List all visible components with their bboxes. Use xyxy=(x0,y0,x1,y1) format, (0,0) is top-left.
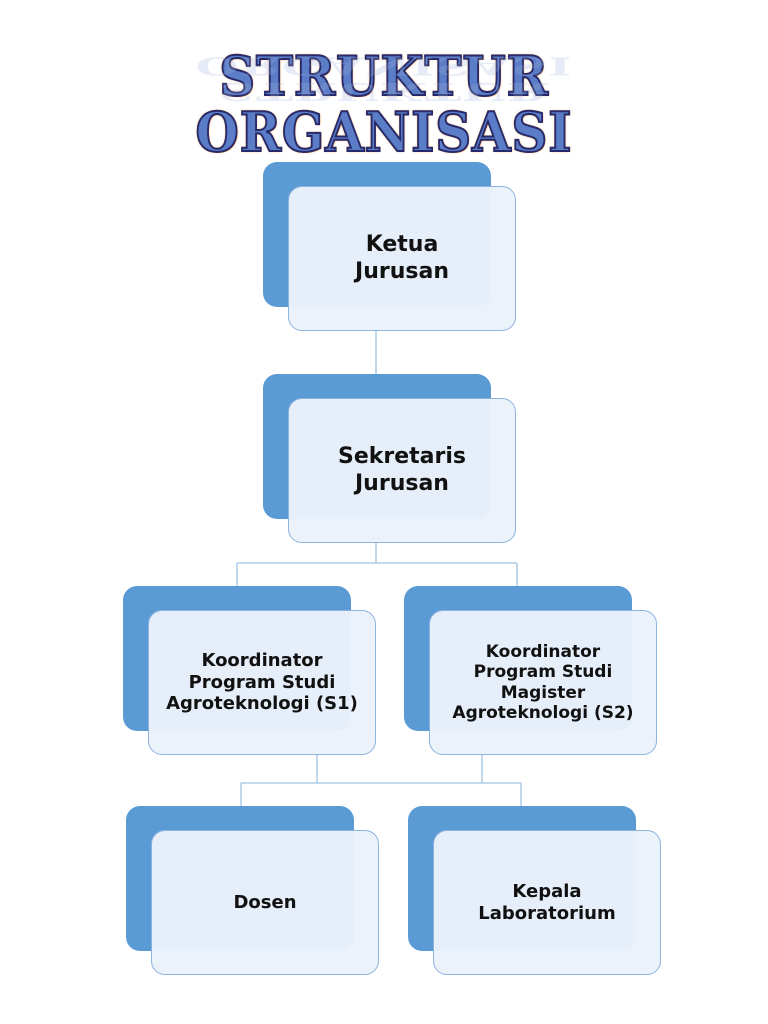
page-title: STRUKTUR ORGANISASI xyxy=(195,44,573,164)
node-sekretaris-front: Sekretaris Jurusan xyxy=(288,398,516,543)
node-kepala-lab-label: Kepala Laboratorium xyxy=(478,880,616,924)
node-dosen-label: Dosen xyxy=(233,891,297,913)
title-area: STRUKTUR ORGANISASI xyxy=(0,47,768,161)
node-koordinator-s2-front: Koordinator Program Studi Magister Agrot… xyxy=(429,610,657,755)
node-koordinator-s2-label: Koordinator Program Studi Magister Agrot… xyxy=(452,641,634,723)
node-ketua-front: Ketua Jurusan xyxy=(288,186,516,331)
node-kepala-lab-front: Kepala Laboratorium xyxy=(433,830,661,975)
node-koordinator-s1-front: Koordinator Program Studi Agroteknologi … xyxy=(148,610,376,755)
node-dosen-front: Dosen xyxy=(151,830,379,975)
node-sekretaris-label: Sekretaris Jurusan xyxy=(337,444,466,496)
node-ketua-label: Ketua Jurusan xyxy=(355,232,449,284)
node-koordinator-s1-label: Koordinator Program Studi Agroteknologi … xyxy=(166,650,358,715)
